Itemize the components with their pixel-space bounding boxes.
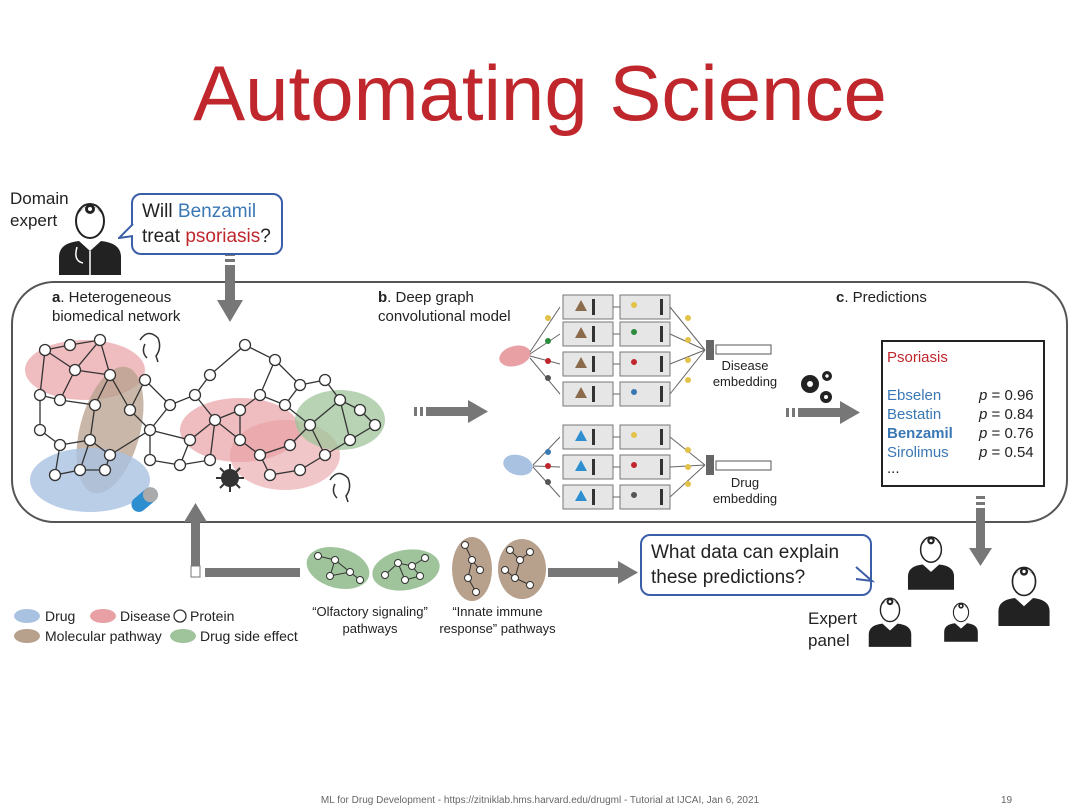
pill-icon (131, 487, 158, 512)
legend-protein: Protein (190, 608, 235, 624)
arrow-network-to-model (414, 400, 488, 423)
predictions-box: Psoriasis Ebselen p = 0.96 Bestatin p = … (881, 340, 1045, 487)
virus-icon (216, 464, 244, 492)
question-drug: Benzamil (177, 201, 257, 222)
legend-swatches (14, 609, 196, 643)
drug-embedding-label: Drug embedding (712, 475, 778, 506)
panel-expert-avatar-1 (907, 536, 955, 590)
prediction-row: Sirolimus p = 0.54 (887, 444, 1034, 461)
expert-panel-label: Expert panel (808, 609, 858, 650)
legend-pathway: Molecular pathway (45, 628, 162, 644)
prediction-disease: Psoriasis (887, 349, 948, 366)
heterogeneous-network (25, 332, 385, 512)
slide-footer: ML for Drug Development - https://zitnik… (320, 795, 760, 806)
gcn-model (499, 294, 772, 510)
question-bubble: Will Benzamil treat psoriasis? (131, 193, 283, 255)
gears-icon (801, 371, 832, 403)
legend-disease: Disease (120, 608, 171, 624)
prediction-row: Ebselen p = 0.96 (887, 387, 1034, 404)
panel-expert-avatar-3 (868, 597, 912, 647)
legend-drug: Drug (45, 608, 76, 624)
page-number: 19 (1001, 795, 1013, 806)
olfactory-pathways-label: “Olfactory signaling” pathways (312, 604, 428, 636)
arrow-pathways-to-question (548, 561, 638, 584)
slide-title: Automating Science (193, 49, 887, 137)
legend-side-effect: Drug side effect (200, 628, 298, 644)
panel-c-label: c. Predictions (836, 289, 927, 306)
arrow-question-to-network (217, 253, 243, 322)
head-outline-icon (139, 332, 351, 503)
prediction-more: ... (887, 460, 900, 477)
pathway-shapes (306, 537, 546, 601)
prediction-row: Bestatin p = 0.84 (887, 406, 1034, 423)
question-bubble-tail (118, 223, 134, 240)
disease-embedding-label: Disease embedding (712, 358, 778, 389)
domain-expert-label: Domain expert (10, 189, 69, 230)
arrow-feedback-to-network (184, 503, 300, 578)
panel-expert-avatar-4 (944, 602, 978, 642)
prediction-row-highlighted: Benzamil p = 0.76 (887, 425, 1034, 442)
workflow-frame (11, 281, 1068, 523)
arrow-model-to-predictions (786, 401, 860, 424)
explain-bubble: What data can explain these predictions? (640, 534, 872, 596)
domain-expert-avatar (59, 203, 121, 275)
immune-pathways-label: “Innate immune response” pathways (439, 604, 556, 636)
panel-b-label: b. Deep graph convolutional model (378, 289, 511, 325)
arrow-predictions-to-panel (969, 496, 992, 566)
panel-a-label: a. Heterogeneous biomedical network (52, 289, 181, 325)
question-disease: psoriasis (185, 226, 261, 247)
explain-bubble-tail (855, 566, 875, 583)
panel-expert-avatar-2 (998, 566, 1050, 626)
